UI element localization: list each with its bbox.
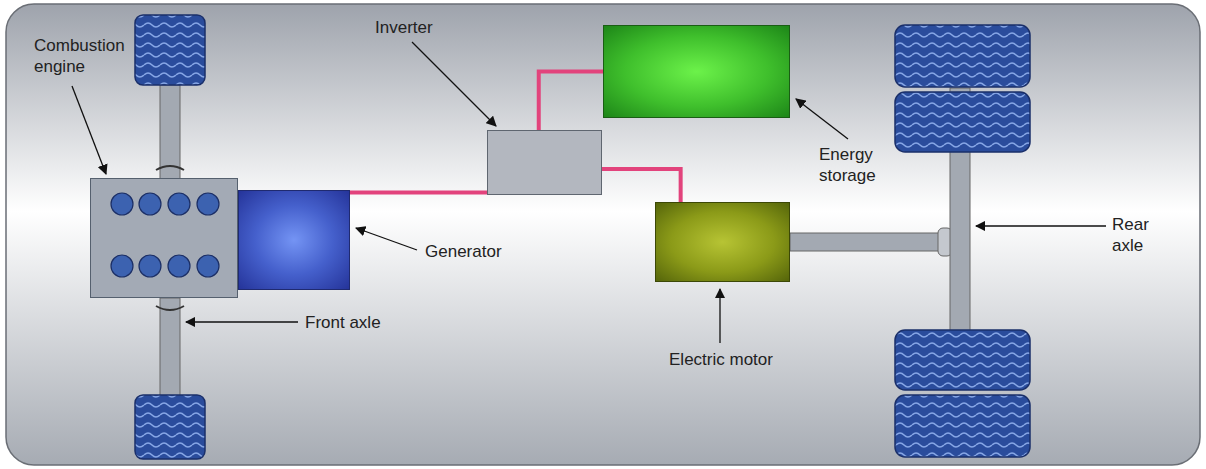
leader-lines (72, 42, 1106, 343)
drive-shaft (790, 233, 940, 251)
motor-block: Electric motor (655, 202, 790, 282)
power-cable (602, 169, 681, 202)
cylinder (197, 255, 219, 277)
cylinder (111, 193, 133, 215)
battery-block: Energy storage (603, 25, 790, 118)
front-wheel (135, 395, 205, 459)
leader-arrow (72, 86, 106, 174)
power-cable (350, 191, 487, 195)
component-label: Combustion engine (34, 35, 134, 77)
rear-wheel (895, 395, 1030, 457)
axle-label: Rear axle (1112, 214, 1172, 256)
engine-block: Combustion engine (90, 178, 238, 298)
generator-block: Generator (238, 190, 350, 290)
rear-wheel (895, 92, 1030, 152)
cylinder (139, 193, 161, 215)
cylinder (168, 255, 190, 277)
chassis (6, 4, 1200, 465)
component-label: Inverter (375, 17, 465, 38)
cylinder (139, 255, 161, 277)
axle-label: Front axle (305, 312, 415, 333)
rear-wheel (895, 25, 1030, 87)
leader-arrow (412, 42, 496, 126)
component-label: Energy storage (819, 144, 899, 186)
leader-arrow (356, 228, 417, 250)
leader-arrow (796, 99, 848, 139)
front-wheel (135, 15, 205, 85)
cylinder (168, 193, 190, 215)
leader-arrow (976, 225, 1106, 226)
cylinder (111, 255, 133, 277)
component-label: Electric motor (669, 349, 773, 370)
inverter-block: Inverter (487, 130, 602, 195)
component-label: Generator (425, 241, 535, 262)
rear-wheel (895, 330, 1030, 390)
power-cable (539, 72, 603, 131)
leader-arrow (186, 321, 298, 322)
cylinder (197, 193, 219, 215)
engine-cylinders (91, 179, 237, 297)
leader-arrow (719, 289, 720, 343)
front-axle-shaft (160, 298, 180, 396)
